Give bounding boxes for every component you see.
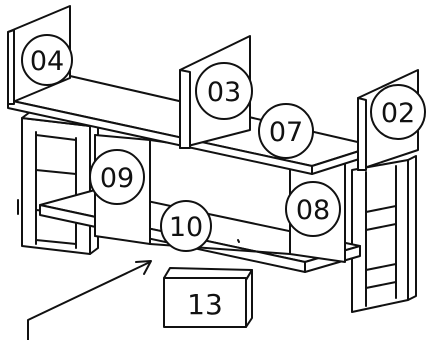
callout-07: 07 [258,103,314,159]
callout-03-label: 03 [207,77,241,108]
left-side-frame [17,111,99,255]
callout-08-label: 08 [296,195,330,226]
callout-07-label: 07 [269,117,303,148]
callout-02: 02 [370,84,426,140]
loose-part-13-label: 13 [187,288,223,321]
callout-10: 10 [160,200,212,252]
callout-09-label: 09 [100,163,134,194]
callout-09: 09 [89,149,145,205]
loose-part-13: 13 [163,267,253,328]
callout-03: 03 [195,62,253,120]
right-side-frame [351,155,417,313]
callout-02-label: 02 [381,98,415,129]
callout-04-label: 04 [30,46,64,77]
callout-08: 08 [285,181,341,237]
callout-04: 04 [21,34,73,86]
callout-10-label: 10 [169,212,203,243]
assembly-arrow [27,260,152,340]
shelf-hole-mark [237,239,240,243]
